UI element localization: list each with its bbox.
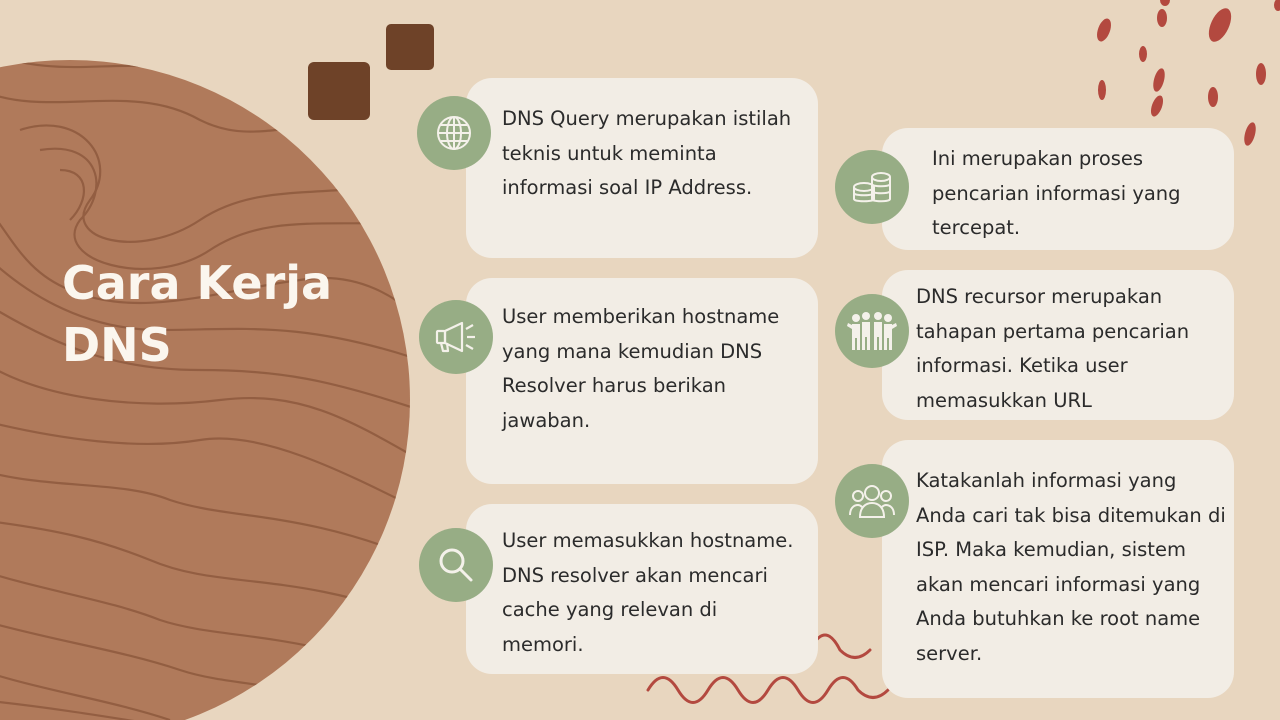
info-card-recursor: DNS recursor merupakan tahapan pertama p… [882, 270, 1234, 420]
info-card-user-hostname: User memberikan hostname yang mana kemud… [466, 278, 818, 484]
globe-icon-circle [417, 96, 491, 170]
people-group-icon [847, 312, 897, 350]
card-text: User memberikan hostname yang mana kemud… [502, 305, 780, 432]
megaphone-icon-circle [419, 300, 493, 374]
info-card-root-server: Katakanlah informasi yang Anda cari tak … [882, 440, 1234, 698]
wood-circle [0, 60, 410, 720]
title-line-2: DNS [62, 318, 172, 372]
users-icon-circle [835, 464, 909, 538]
card-text: Katakanlah informasi yang Anda cari tak … [916, 469, 1226, 665]
brown-square-small [386, 24, 434, 70]
search-icon [439, 548, 473, 582]
users-icon [849, 485, 895, 518]
people-icon-circle [835, 294, 909, 368]
coins-stack-icon [853, 172, 891, 203]
card-text: DNS recursor merupakan tahapan pertama p… [916, 285, 1190, 412]
card-text: DNS Query merupakan istilah teknis untuk… [502, 107, 792, 199]
wood-grain-lines [0, 60, 410, 720]
coins-icon-circle [835, 150, 909, 224]
title-line-1: Cara Kerja [62, 256, 333, 310]
card-text: User memasukkan hostname. DNS resolver a… [502, 529, 794, 656]
info-card-dns-query: DNS Query merupakan istilah teknis untuk… [466, 78, 818, 258]
globe-icon [437, 116, 471, 150]
brown-square-large [308, 62, 370, 120]
megaphone-icon [435, 321, 475, 353]
slide-title: Cara Kerja DNS [62, 252, 382, 376]
info-card-cache: User memasukkan hostname. DNS resolver a… [466, 504, 818, 674]
search-icon-circle [419, 528, 493, 602]
card-text: Ini merupakan proses pencarian informasi… [932, 147, 1181, 239]
info-card-fastest: Ini merupakan proses pencarian informasi… [882, 128, 1234, 250]
